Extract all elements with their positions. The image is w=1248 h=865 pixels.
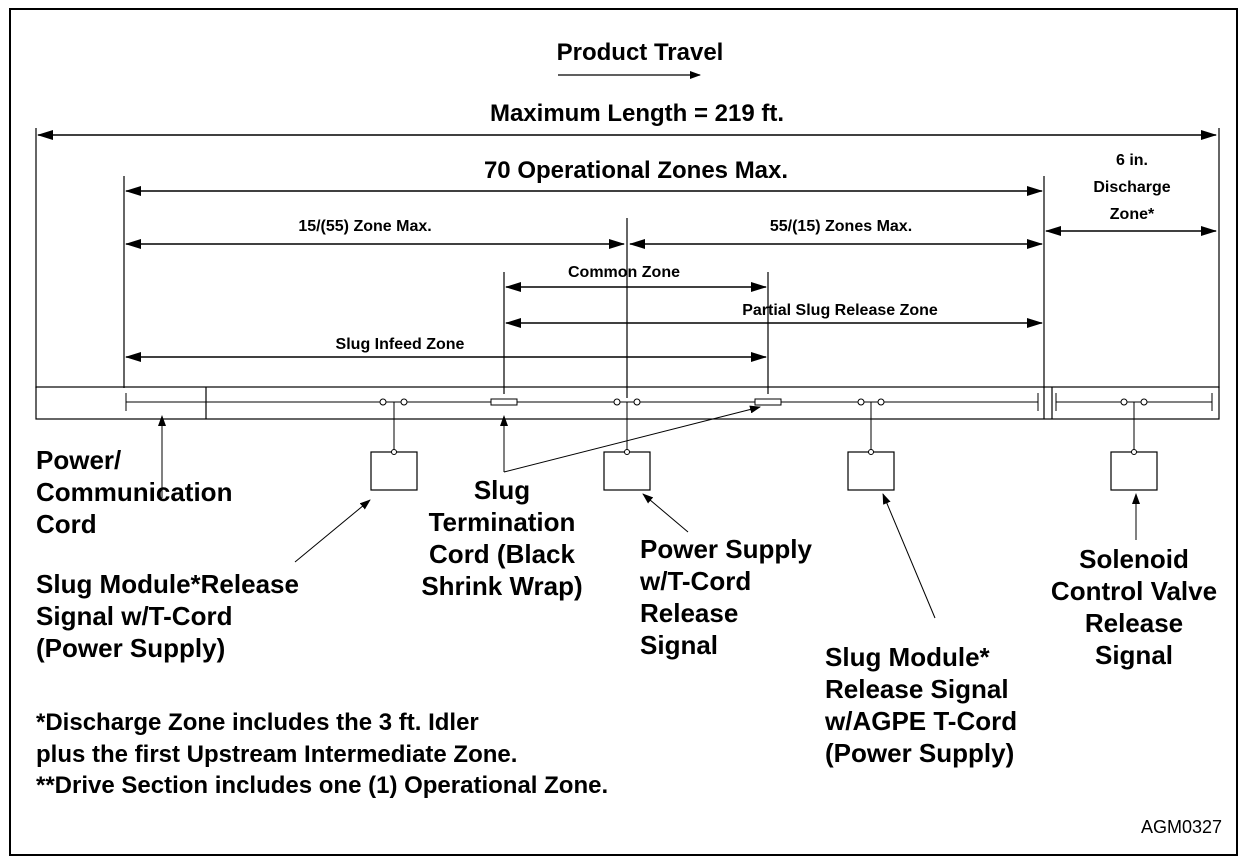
solenoid-line-3: Release	[1085, 608, 1183, 638]
note-line-3: **Drive Section includes one (1) Operati…	[36, 772, 608, 799]
slug-module-right-leader	[882, 493, 936, 619]
slug-module-left-line-1: Slug Module*Release	[36, 569, 299, 599]
right-zones-max-label: 55/(15) Zones Max.	[770, 218, 912, 235]
slug-module-right-line-2: Release Signal	[825, 674, 1009, 704]
discharge-zone-line-2: Discharge	[1093, 179, 1170, 196]
power-supply-line-4: Signal	[640, 630, 718, 660]
slug-termination-cord-left	[490, 398, 518, 406]
note-line-1: *Discharge Zone includes the 3 ft. Idler	[36, 709, 479, 736]
termination-cord-line-1: Slug	[474, 475, 530, 505]
termination-cord-line-4: Shrink Wrap)	[421, 571, 582, 601]
discharge-zone-line-1: 6 in.	[1116, 152, 1148, 169]
figure-id: AGM0327	[1141, 817, 1222, 837]
power-supply-line-1: Power Supply	[640, 534, 812, 564]
power-supply-line-2: w/T-Cord	[639, 566, 751, 596]
slug-module-left-line-2: Signal w/T-Cord	[36, 601, 232, 631]
common-zone-label: Common Zone	[568, 264, 680, 281]
slug-module-right-line-1: Slug Module*	[825, 642, 991, 672]
solenoid-line-4: Signal	[1095, 640, 1173, 670]
solenoid-line-1: Solenoid	[1079, 544, 1189, 574]
power-supply-leader	[642, 493, 689, 533]
power-supply-line-3: Release	[640, 598, 738, 628]
slug-module-left-leader	[294, 499, 371, 563]
slug-module-right-line-4: (Power Supply)	[825, 738, 1014, 768]
slug-module-left-box	[370, 451, 418, 491]
slug-termination-cord-right	[754, 398, 782, 406]
power-cord-line-1: Power/	[36, 445, 121, 475]
product-travel-label: Product Travel	[557, 39, 724, 66]
termination-cord-line-2: Termination	[429, 507, 576, 537]
t-cord-connectors	[379, 398, 1148, 406]
power-cord-line-2: Communication	[36, 477, 232, 507]
max-length-label: Maximum Length = 219 ft.	[490, 100, 784, 127]
termination-cord-leader-right	[503, 405, 761, 473]
slug-module-left-line-3: (Power Supply)	[36, 633, 225, 663]
slug-module-right-box	[847, 451, 895, 491]
solenoid-valve-box	[1110, 451, 1158, 491]
figure-border	[9, 8, 1238, 856]
termination-cord-line-3: Cord (Black	[429, 539, 575, 569]
solenoid-line-2: Control Valve	[1051, 576, 1217, 606]
discharge-zone-line-3: Zone*	[1110, 206, 1155, 223]
power-supply-box	[603, 451, 651, 491]
operational-zones-label: 70 Operational Zones Max.	[484, 157, 788, 184]
left-zone-max-label: 15/(55) Zone Max.	[298, 218, 431, 235]
slug-module-right-line-3: w/AGPE T-Cord	[824, 706, 1017, 736]
slug-infeed-zone-label: Slug Infeed Zone	[336, 336, 465, 353]
note-line-2: plus the first Upstream Intermediate Zon…	[36, 741, 517, 768]
power-cord-line-3: Cord	[36, 509, 97, 539]
partial-slug-release-zone-label: Partial Slug Release Zone	[742, 302, 938, 319]
